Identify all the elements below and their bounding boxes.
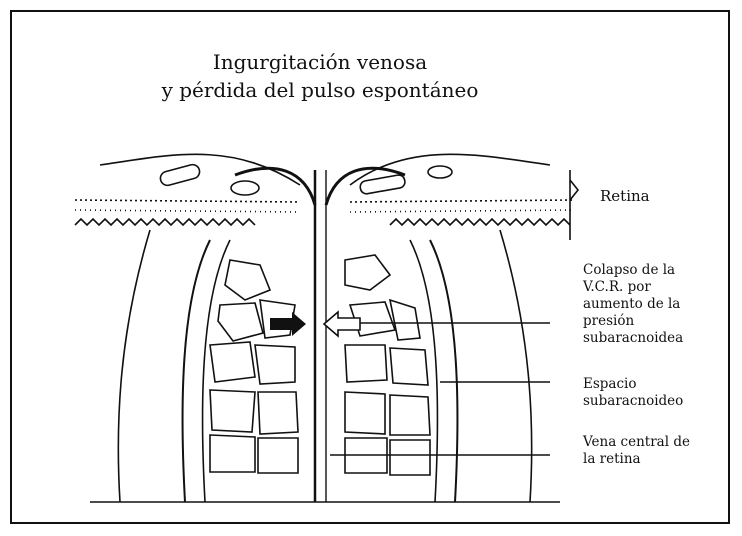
nerve-sheath-left: [183, 240, 210, 502]
arrow-right: [270, 312, 306, 336]
outer-sheath-right: [500, 230, 532, 502]
title-line-1: Ingurgitación venosa: [120, 48, 520, 76]
label-retina: Retina: [600, 188, 650, 205]
label-colapso: Colapso de la V.C.R. por aumento de la p…: [583, 262, 683, 347]
retina-layer-left: [75, 200, 300, 202]
label-vena-central: Vena central de la retina: [583, 434, 690, 468]
serrated-layer-right: [390, 219, 570, 225]
retina-layer-right: [350, 200, 575, 202]
arrow-left: [324, 312, 360, 336]
retina-layer-left-2: [75, 210, 300, 212]
title-line-2: y pérdida del pulso espontáneo: [120, 76, 520, 104]
retina-bracket: [570, 170, 578, 240]
optic-nerve-illustration: [60, 130, 580, 510]
label-espacio-subaracnoideo: Espacio subaracnoideo: [583, 376, 683, 410]
retina-layer-right-2: [350, 210, 575, 212]
outer-sheath-left: [118, 230, 150, 502]
nerve-sheath-right: [430, 240, 457, 502]
figure-title: Ingurgitación venosa y pérdida del pulso…: [120, 48, 520, 104]
serrated-layer-left: [75, 219, 255, 225]
